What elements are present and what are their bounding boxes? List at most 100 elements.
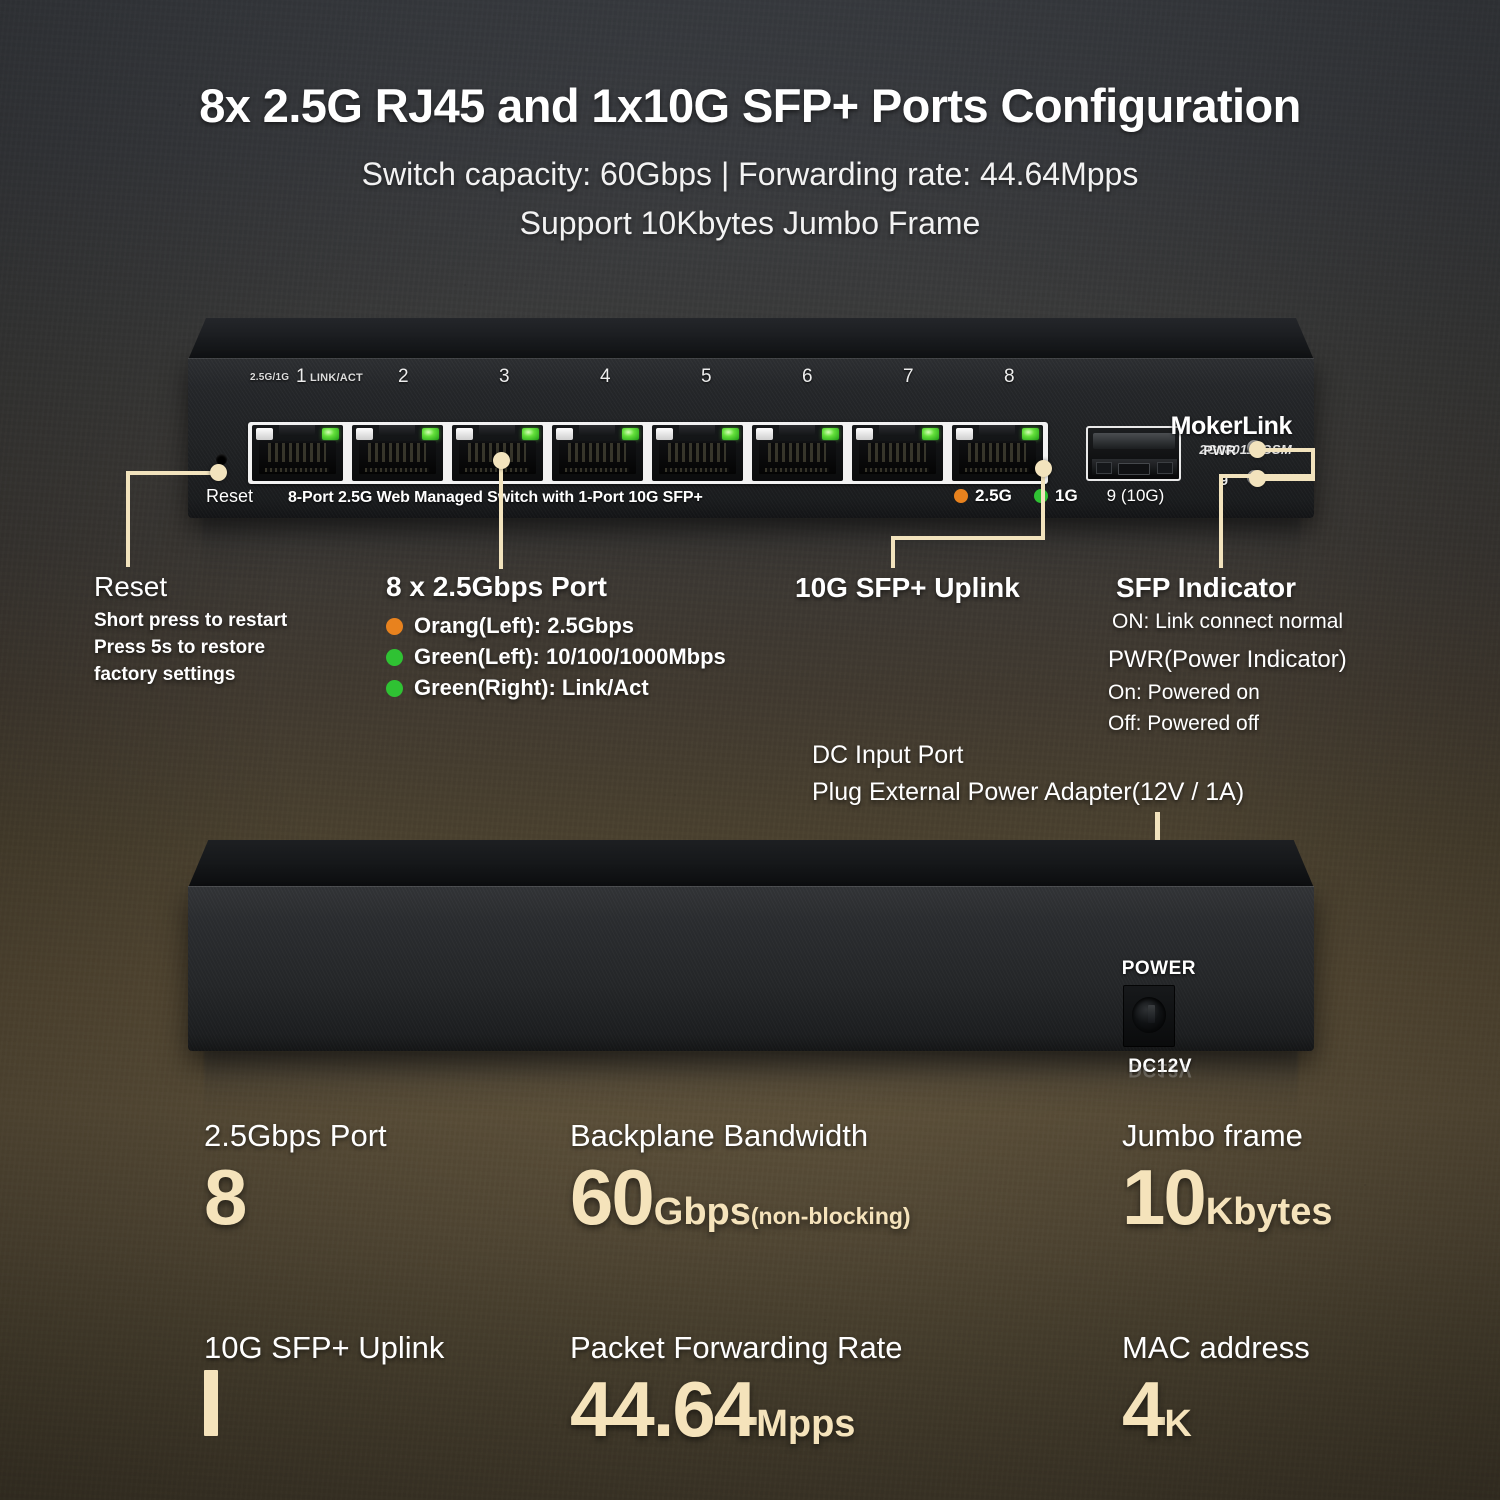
rj45-contact-pins <box>968 443 1026 462</box>
power-label: POWER <box>1121 958 1196 979</box>
dc-voltage-label: DC12V <box>1128 1056 1192 1077</box>
callout-line-ind-down <box>1219 474 1223 568</box>
rj45-cavity <box>559 441 636 474</box>
rj45-port-4[interactable] <box>552 425 643 481</box>
dc-jack-center-pin <box>1148 1005 1155 1023</box>
spec-value-group: 10 Kbytes <box>1122 1158 1332 1236</box>
callout-line-ind-join <box>1311 448 1315 478</box>
spec-value: 8 <box>204 1153 247 1241</box>
callout-dot-sfp <box>1035 460 1052 477</box>
callout-line-reset-v <box>126 471 130 567</box>
rj45-contact-pins <box>268 443 326 462</box>
rj45-led-left <box>456 428 473 440</box>
rj45-cavity <box>759 441 836 474</box>
spec-label: Jumbo frame <box>1122 1118 1303 1153</box>
chassis-reflection-rear <box>204 1051 1298 1113</box>
spec-card-1: 2.5Gbps Port 8 <box>204 1118 387 1236</box>
reset-button-hole[interactable] <box>216 454 227 465</box>
dc-label-reflection: DC12V <box>1128 1059 1192 1080</box>
rj45-led-left <box>956 428 973 440</box>
callout-dc-line-1: DC Input Port <box>812 741 964 769</box>
rj45-port-5[interactable] <box>652 425 743 481</box>
port-number-1: 1 <box>296 366 307 387</box>
chassis-rear-face: POWER DC12V <box>188 886 1314 1077</box>
rj45-latch-tab <box>279 425 315 436</box>
green-led-icon <box>386 679 403 697</box>
label-link-act: LINK/ACT <box>310 372 363 384</box>
callout-sfp-ind-line-2: PWR(Power Indicator) <box>1108 646 1347 673</box>
spec-label: 10G SFP+ Uplink <box>204 1330 445 1365</box>
port-number-6: 6 <box>802 366 813 387</box>
callout-line-pwr-h <box>1257 448 1315 452</box>
spec-label: Backplane Bandwidth <box>570 1118 869 1153</box>
rj45-led-left <box>356 428 373 440</box>
rj45-cavity <box>959 441 1036 474</box>
spec-unit: Gbps <box>653 1191 751 1233</box>
legend-label: 2.5G <box>975 486 1012 505</box>
sfp-cage-upper <box>1093 433 1175 449</box>
callout-sfp-ind-line-3: On: Powered on <box>1108 681 1260 704</box>
chassis-front-face: 2.5G/1G LINK/ACT 1 2 3 4 5 6 7 8 <box>188 358 1314 518</box>
rj45-contact-pins <box>868 443 926 462</box>
spec-card-6: MAC address 4 K <box>1122 1330 1310 1448</box>
rj45-latch-tab <box>879 425 915 436</box>
page-title: 8x 2.5G RJ45 and 1x10G SFP+ Ports Config… <box>199 79 1301 132</box>
rj45-port-2[interactable] <box>352 425 443 481</box>
rj45-port-1[interactable] <box>252 425 343 481</box>
switch-front-panel: 2.5G/1G LINK/ACT 1 2 3 4 5 6 7 8 <box>188 318 1314 578</box>
sfp-plus-cage[interactable] <box>1086 426 1181 481</box>
bullet-label: Green(Right): Link/Act <box>414 675 649 700</box>
spec-value: 10 <box>1122 1153 1207 1241</box>
rj45-port-7[interactable] <box>852 425 943 481</box>
rj45-led-right <box>322 428 339 440</box>
bullet-item: Green(Right): Link/Act <box>386 675 726 701</box>
rj45-base-contacts <box>865 468 929 472</box>
rj45-led-right <box>522 428 539 440</box>
spec-value: 4 <box>1122 1365 1165 1453</box>
model-number: 2G080110GSM <box>1199 442 1292 457</box>
orange-led-icon <box>386 617 403 635</box>
chassis-top-bevel-rear <box>188 840 1314 888</box>
rj45-port-3[interactable] <box>452 425 543 481</box>
callout-line-reset-h <box>126 471 218 475</box>
spec-unit: K <box>1164 1403 1192 1445</box>
spec-value: 44.64 <box>570 1365 757 1453</box>
rj45-port-6[interactable] <box>752 425 843 481</box>
rj45-led-left <box>656 428 673 440</box>
rj45-latch-tab <box>679 425 715 436</box>
spec-value-group: 8 <box>204 1158 387 1236</box>
rj45-led-left <box>756 428 773 440</box>
spec-unit: Mpps <box>756 1403 856 1445</box>
rj45-port-8[interactable] <box>952 425 1043 481</box>
spec-card-3: Jumbo frame 10 Kbytes <box>1122 1118 1332 1236</box>
rj45-port-bezel <box>248 422 1048 484</box>
rj45-latch-tab <box>779 425 815 436</box>
rj45-led-right <box>1022 428 1039 440</box>
rj45-base-contacts <box>465 468 529 472</box>
spec-value-group: 44.64 Mpps <box>570 1370 903 1448</box>
spec-label: Packet Forwarding Rate <box>570 1330 903 1365</box>
spec-value: 60 <box>570 1153 655 1241</box>
brand-name: MokerLink <box>1170 412 1293 440</box>
rj45-base-contacts <box>365 468 429 472</box>
indicator-label-9: 9 <box>1220 472 1228 488</box>
chassis-top-bevel <box>188 318 1314 360</box>
port-number-4: 4 <box>600 366 611 387</box>
spec-label: 2.5Gbps Port <box>204 1118 387 1153</box>
callout-ports-bullets: Orang(Left): 2.5Gbps Green(Left): 10/100… <box>386 608 726 701</box>
indicator-label-pwr: PWR <box>1203 442 1236 458</box>
callout-line-sfp-v1 <box>1041 467 1045 540</box>
switch-rear-panel: POWER DC12V DC12V <box>188 840 1314 1113</box>
device-tagline: 8-Port 2.5G Web Managed Switch with 1-Po… <box>288 489 703 506</box>
port-number-8: 8 <box>1004 366 1015 387</box>
sfp-cage-center <box>1118 463 1150 475</box>
rj45-cavity <box>659 441 736 474</box>
callout-dc-line-2: Plug External Power Adapter(12V / 1A) <box>812 778 1245 806</box>
rj45-led-right <box>922 428 939 440</box>
green-led-icon <box>386 648 403 666</box>
callout-line-ind9-h <box>1257 477 1315 481</box>
rj45-base-contacts <box>565 468 629 472</box>
bullet-label: Green(Left): 10/100/1000Mbps <box>414 644 726 669</box>
